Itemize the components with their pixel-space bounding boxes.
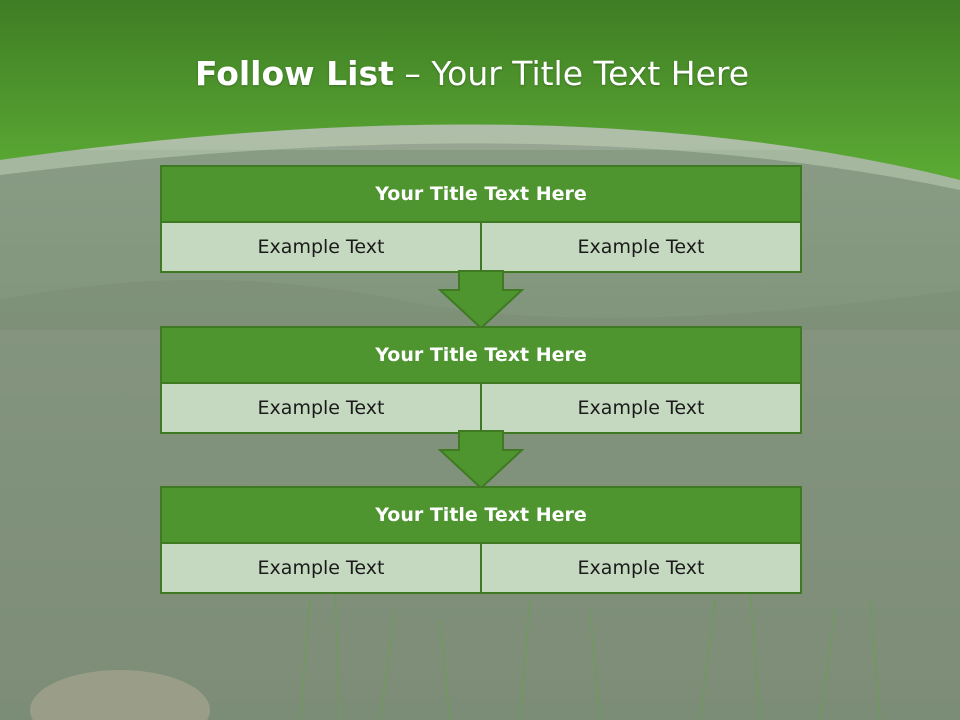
- slide-title: Follow List – Your Title Text Here: [0, 54, 944, 93]
- step-cell-left: Example Text: [162, 544, 480, 592]
- step-block-2: Your Title Text Here Example Text Exampl…: [160, 326, 802, 434]
- step-block-1: Your Title Text Here Example Text Exampl…: [160, 165, 802, 273]
- step-row: Example Text Example Text: [162, 544, 800, 592]
- down-arrow-icon: [438, 270, 524, 330]
- slide-title-rest: – Your Title Text Here: [393, 54, 750, 93]
- step-cell-right: Example Text: [480, 544, 800, 592]
- step-row: Example Text Example Text: [162, 223, 800, 271]
- slide-title-bold: Follow List: [194, 54, 394, 93]
- step-block-3: Your Title Text Here Example Text Exampl…: [160, 486, 802, 594]
- step-cell-left: Example Text: [162, 223, 480, 271]
- step-title: Your Title Text Here: [162, 488, 800, 544]
- step-title: Your Title Text Here: [162, 167, 800, 223]
- down-arrow-icon: [438, 430, 524, 490]
- step-cell-right: Example Text: [480, 223, 800, 271]
- step-cell-left: Example Text: [162, 384, 480, 432]
- step-title: Your Title Text Here: [162, 328, 800, 384]
- step-row: Example Text Example Text: [162, 384, 800, 432]
- step-cell-right: Example Text: [480, 384, 800, 432]
